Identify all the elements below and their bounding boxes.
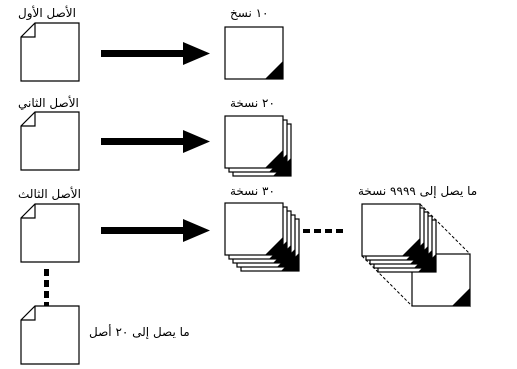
- arrow-right-icon: [101, 219, 210, 242]
- copy-stack-9999: [361, 202, 471, 308]
- original-document-3: [20, 203, 80, 263]
- copies-label-1: ١٠ نسخ: [230, 6, 269, 20]
- original-label-1: الأصل الأول: [18, 6, 76, 20]
- copies-label-2: ٢٠ نسخة: [230, 96, 275, 110]
- copy-stack-20: [224, 115, 292, 177]
- arrow-right-icon: [101, 130, 210, 153]
- original-document-last: [20, 305, 80, 365]
- copy-stack-10: [224, 26, 284, 80]
- last-original-label: ما يصل إلى ٢٠ أصل: [89, 325, 190, 339]
- original-label-3: الأصل الثالث: [18, 187, 81, 201]
- copies-label-3: ٣٠ نسخة: [230, 184, 275, 198]
- continuation-dashes-vertical: [44, 269, 49, 309]
- copy-stack-30: [224, 202, 300, 272]
- continuation-dashes-horizontal: [303, 229, 343, 233]
- original-document-2: [20, 111, 80, 171]
- original-label-2: الأصل الثاني: [18, 96, 79, 110]
- arrow-right-icon: [101, 42, 210, 65]
- max-copies-label: ما يصل إلى ٩٩٩٩ نسخة: [358, 184, 478, 198]
- original-document-1: [20, 22, 80, 82]
